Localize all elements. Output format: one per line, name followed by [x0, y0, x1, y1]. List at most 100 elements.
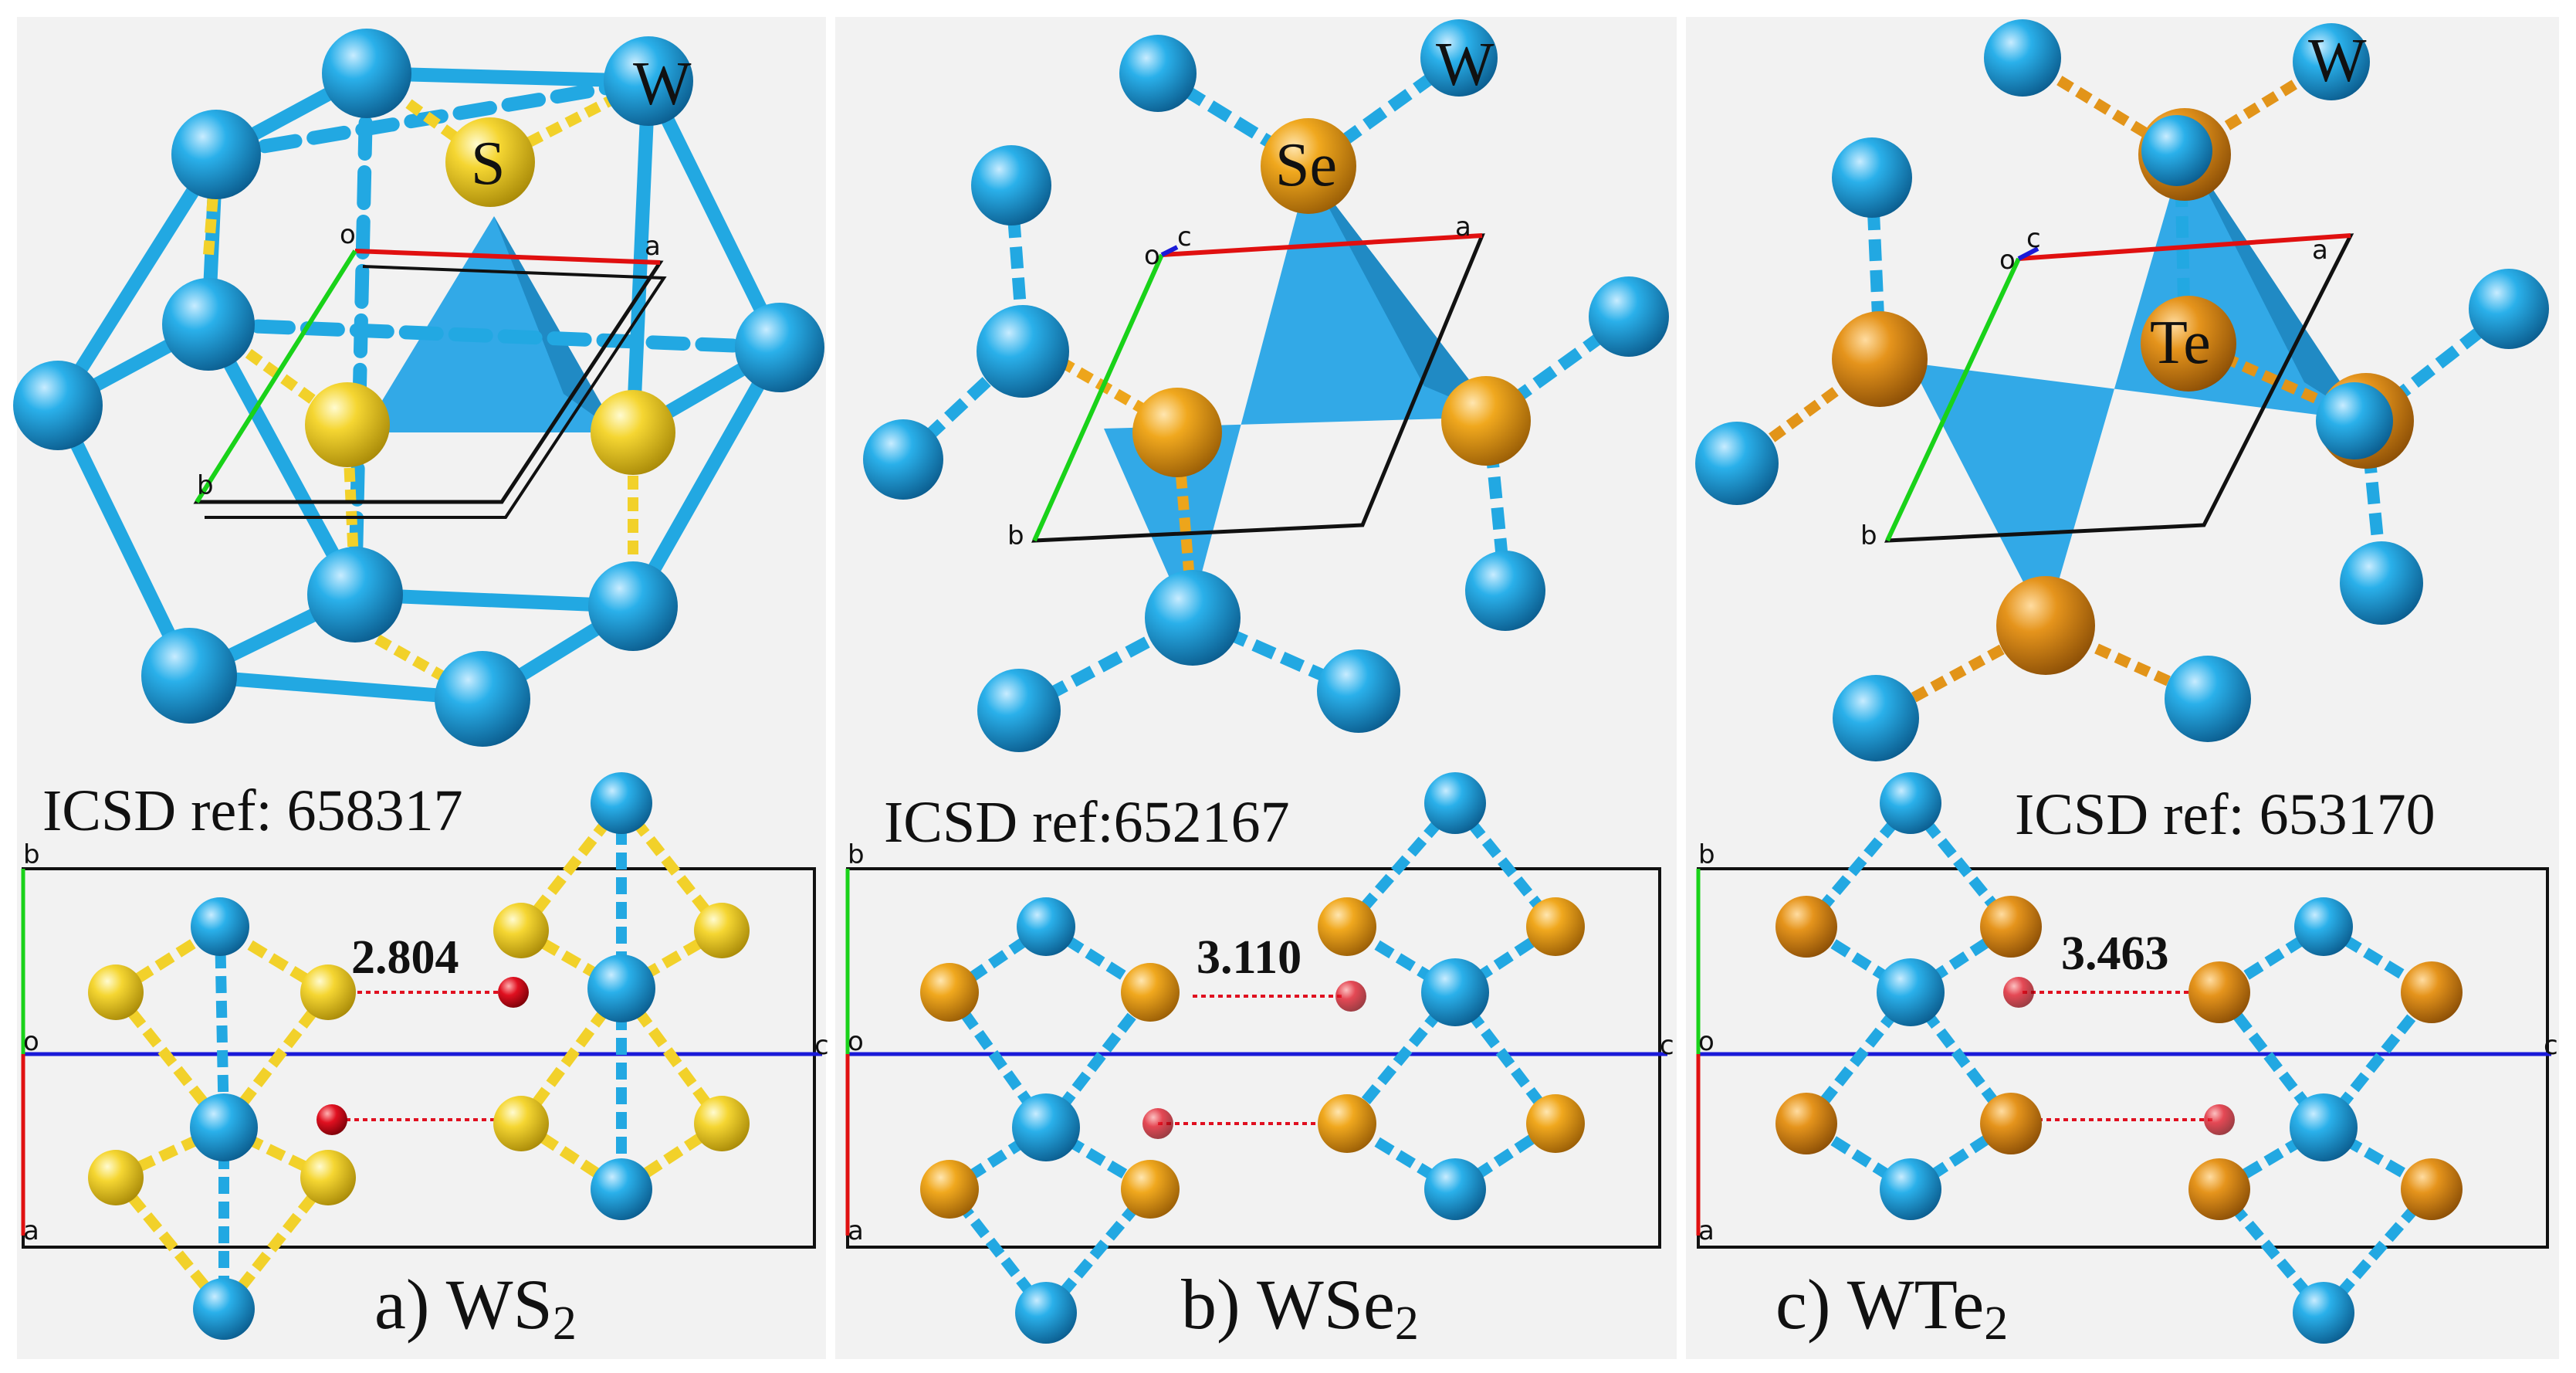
panel-c-layer-tungsten-atom — [2293, 1282, 2354, 1344]
panel-a-polyhedral-view: o a b W S — [13, 29, 824, 747]
panel-c-tungsten-atom — [2469, 269, 2549, 349]
panel-c-site-marker — [2003, 977, 2034, 1008]
panel-a-site-marker — [316, 1104, 347, 1135]
panel-c-tungsten-atom — [2340, 541, 2423, 625]
panel-c-layer-o-label: o — [1698, 1026, 1715, 1057]
panel-a-site-marker — [498, 977, 529, 1008]
panel-b-layer-c-label: c — [1660, 1030, 1674, 1061]
panel-c-layer-tellurium-atom — [2401, 1158, 2463, 1220]
panel-b-layer-o-label: o — [848, 1026, 864, 1057]
panel-a-layer-tungsten-atom — [591, 772, 652, 834]
panel-b-polyhedron — [1104, 170, 1498, 622]
panel-b-axis-o-label: o — [1144, 240, 1160, 271]
panel-c-layer-tungsten-atom — [1880, 772, 1941, 834]
panel-c-layer-tellurium-atom — [2401, 961, 2463, 1023]
panel-c-layer-tellurium-atom — [1775, 896, 1837, 958]
panel-a-layer-tungsten-atom — [591, 1158, 652, 1220]
panel-c-polyhedron-face — [2185, 147, 2366, 421]
panel-c: o c a b W Te ICSD ref: 653170 — [1695, 19, 2558, 1350]
panel-c-background — [1686, 17, 2559, 1359]
panel-a-layer-sulfur-atom — [493, 1096, 549, 1151]
panel-c-icsd-ref: ICSD ref: 653170 — [2015, 782, 2436, 847]
panel-c-layer-tellurium-atom — [2188, 1158, 2250, 1220]
panel-a-icsd-ref: ICSD ref: 658317 — [42, 778, 463, 843]
panel-b-tungsten-atom — [1119, 35, 1197, 112]
panel-b-distance: 3.110 — [1197, 931, 1302, 984]
panel-c-tellurium-atom — [1996, 576, 2095, 675]
panel-c-axis-o-label: o — [1999, 245, 2016, 276]
panel-c-tellurium-atom — [2141, 296, 2236, 392]
panel-c-tungsten-atom — [1984, 19, 2061, 97]
panel-a-layer-sulfur-atom — [88, 964, 144, 1020]
panel-c-axis-c-label: c — [2026, 223, 2041, 254]
panel-a-axis-b-label: b — [197, 470, 214, 501]
panel-a-sulfur-atom — [445, 117, 535, 207]
panel-b-background — [835, 17, 1677, 1359]
panel-a-metal-label: W — [633, 50, 692, 118]
panel-c-tungsten-atom — [2165, 656, 2251, 742]
panel-c-layer-b-label: b — [1698, 839, 1715, 870]
panel-b-layer-tungsten-atom — [1424, 1158, 1486, 1220]
panel-b-axis-a-label: a — [1455, 212, 1471, 242]
panel-a-tungsten-atom — [322, 29, 411, 118]
panel-a-layer-tungsten-atom — [190, 1093, 258, 1161]
panel-c-caption: c) WTe2 — [1775, 1265, 2008, 1350]
panel-c-tungsten-atom — [2141, 115, 2212, 186]
panel-b-layer-selenium-atom — [1526, 897, 1585, 956]
panel-a-tungsten-atom — [588, 561, 678, 651]
panel-a-tungsten-atom — [141, 628, 237, 724]
panel-b-tungsten-atom — [863, 419, 943, 500]
panel-a-tungsten-atom — [307, 547, 403, 642]
panel-a-unit-cell — [193, 249, 667, 519]
panel-a-layer-sulfur-atom — [88, 1150, 144, 1205]
panel-b-site-marker — [1335, 981, 1366, 1012]
panel-a-distance: 2.804 — [351, 931, 459, 984]
panel-a-sulfur-atom — [305, 382, 390, 467]
panel-a-layer-tungsten-atom — [191, 897, 249, 956]
panel-b-layer-selenium-atom — [1318, 1094, 1376, 1153]
panel-c-layer-c-label: c — [2544, 1030, 2558, 1061]
panel-b-selenium-atom — [1132, 388, 1222, 477]
panel-b-icsd-ref: ICSD ref:652167 — [884, 790, 1290, 855]
panel-c-axis-a-label: a — [2312, 235, 2328, 266]
panel-c-layer-tungsten-atom — [1880, 1158, 1941, 1220]
panel-a-layer-view: b o a c — [21, 772, 829, 1340]
panel-c-layer-a-label: a — [1698, 1215, 1715, 1246]
panel-b-layer-tungsten-atom — [1017, 897, 1075, 956]
panel-a-tungsten-atom — [604, 36, 693, 126]
panel-b-layer-b-label: b — [848, 839, 865, 870]
panel-b-layer-selenium-atom — [920, 963, 979, 1022]
panel-b-layer-tungsten-atom — [1424, 772, 1486, 834]
panel-a-axis-o-label: o — [340, 219, 356, 250]
panel-c-polyhedral-view: o c a b W Te — [1695, 19, 2549, 761]
panel-b-layer-selenium-atom — [1121, 1160, 1180, 1219]
panel-c-layer-view: b o a c — [1696, 772, 2558, 1344]
panel-a-polyhedron — [363, 216, 618, 432]
panel-b-tungsten-atom — [977, 305, 1069, 398]
panel-b-tungsten-atom — [1420, 19, 1498, 97]
panel-a-polyhedron-face — [494, 216, 618, 432]
panel-b-layer-tungsten-atom — [1421, 958, 1489, 1026]
panel-b-tungsten-atom — [1317, 649, 1400, 733]
panel-a-tungsten-atom — [435, 651, 530, 747]
panel-c-unit-cell — [1884, 233, 2354, 543]
panel-c-layer-tungsten-atom — [2290, 1093, 2358, 1161]
panel-a-chalcogen-label: S — [471, 130, 506, 198]
panel-a-sulfur-atom — [591, 390, 675, 475]
panel-a-layer-sulfur-atom — [493, 903, 549, 958]
panel-a-layer-sulfur-atom — [300, 964, 356, 1020]
panel-b-tungsten-atom — [1589, 276, 1669, 357]
panel-b-tungsten-atom — [1145, 570, 1241, 666]
panel-a-layer-sulfur-atom — [694, 903, 750, 958]
panel-a-layer-c-label: c — [814, 1030, 829, 1061]
panel-c-layer-tellurium-atom — [2188, 961, 2250, 1023]
panel-b-layer-tungsten-atom — [1015, 1282, 1077, 1344]
panel-c-tungsten-atom — [1695, 422, 1779, 505]
panel-b-layer-selenium-atom — [1318, 897, 1376, 956]
panel-b-tungsten-atom — [1465, 551, 1545, 631]
panel-b-axis-c-label: c — [1177, 222, 1192, 253]
panel-c-tungsten-atom — [2293, 23, 2370, 100]
panel-a-layer-sulfur-atom — [694, 1096, 750, 1151]
panel-a-layer-o-label: o — [23, 1026, 39, 1057]
